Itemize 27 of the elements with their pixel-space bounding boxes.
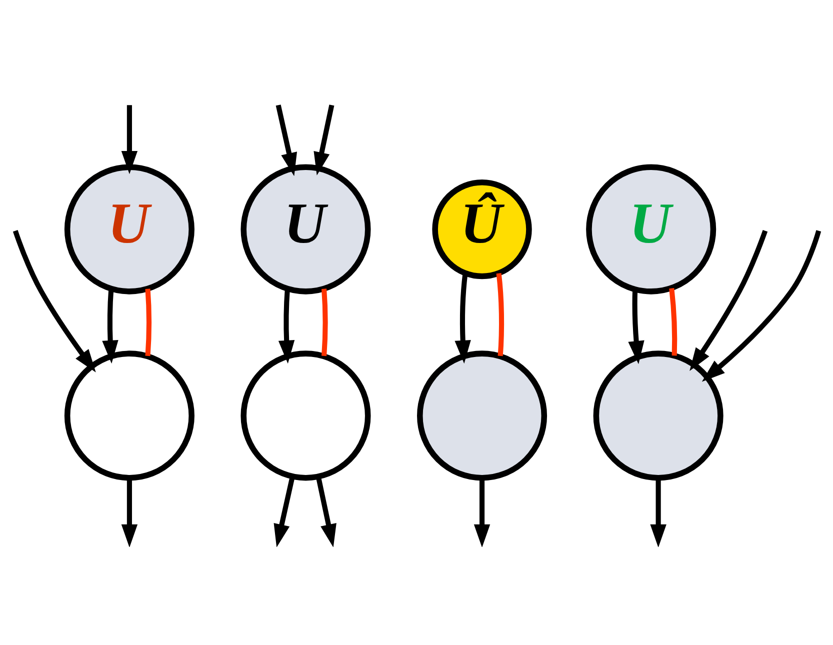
arrow — [275, 104, 297, 176]
arrow — [278, 288, 294, 364]
arrow — [473, 478, 490, 547]
node-circle — [416, 350, 547, 481]
node-circle: Û — [432, 179, 532, 280]
arrow — [12, 230, 96, 372]
connector — [144, 288, 151, 356]
arrow — [701, 230, 821, 382]
arrow — [628, 290, 644, 364]
node-circle: U — [586, 164, 716, 294]
arrow — [650, 478, 666, 547]
connector — [321, 288, 328, 356]
node-circle — [64, 350, 194, 481]
connector — [668, 288, 677, 356]
arrow — [689, 230, 768, 372]
arrow — [454, 273, 470, 364]
arrow — [313, 104, 334, 176]
arrow — [102, 288, 118, 364]
node-circle: U — [240, 164, 370, 294]
node-circle: U — [64, 164, 194, 294]
arrow — [120, 105, 138, 174]
arrow — [273, 476, 294, 547]
arrow — [120, 478, 138, 547]
node-circle — [592, 350, 723, 481]
arrow — [315, 476, 336, 547]
node-circle — [240, 350, 370, 481]
connector — [496, 273, 504, 356]
